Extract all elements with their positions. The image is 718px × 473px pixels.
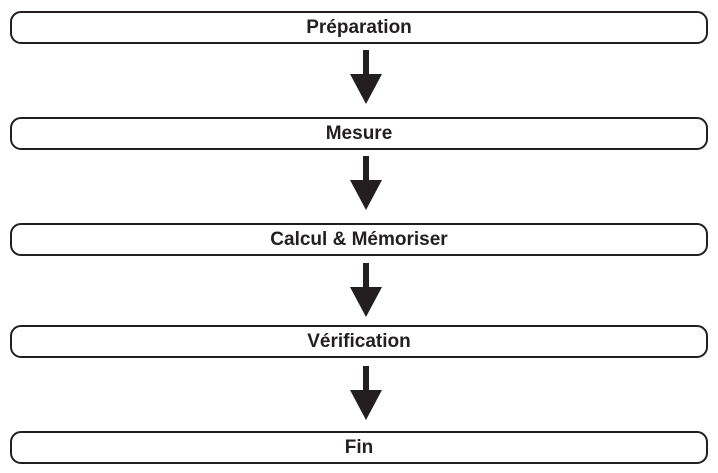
down-arrow-icon — [350, 366, 382, 420]
step-calcul-memoriser: Calcul & Mémoriser — [10, 223, 708, 256]
down-arrow-icon — [350, 50, 382, 104]
down-arrow-icon — [350, 156, 382, 210]
step-fin: Fin — [10, 431, 708, 464]
step-mesure: Mesure — [10, 117, 708, 150]
down-arrow-icon — [350, 263, 382, 317]
step-verification: Vérification — [10, 325, 708, 358]
step-preparation: Préparation — [10, 11, 708, 44]
